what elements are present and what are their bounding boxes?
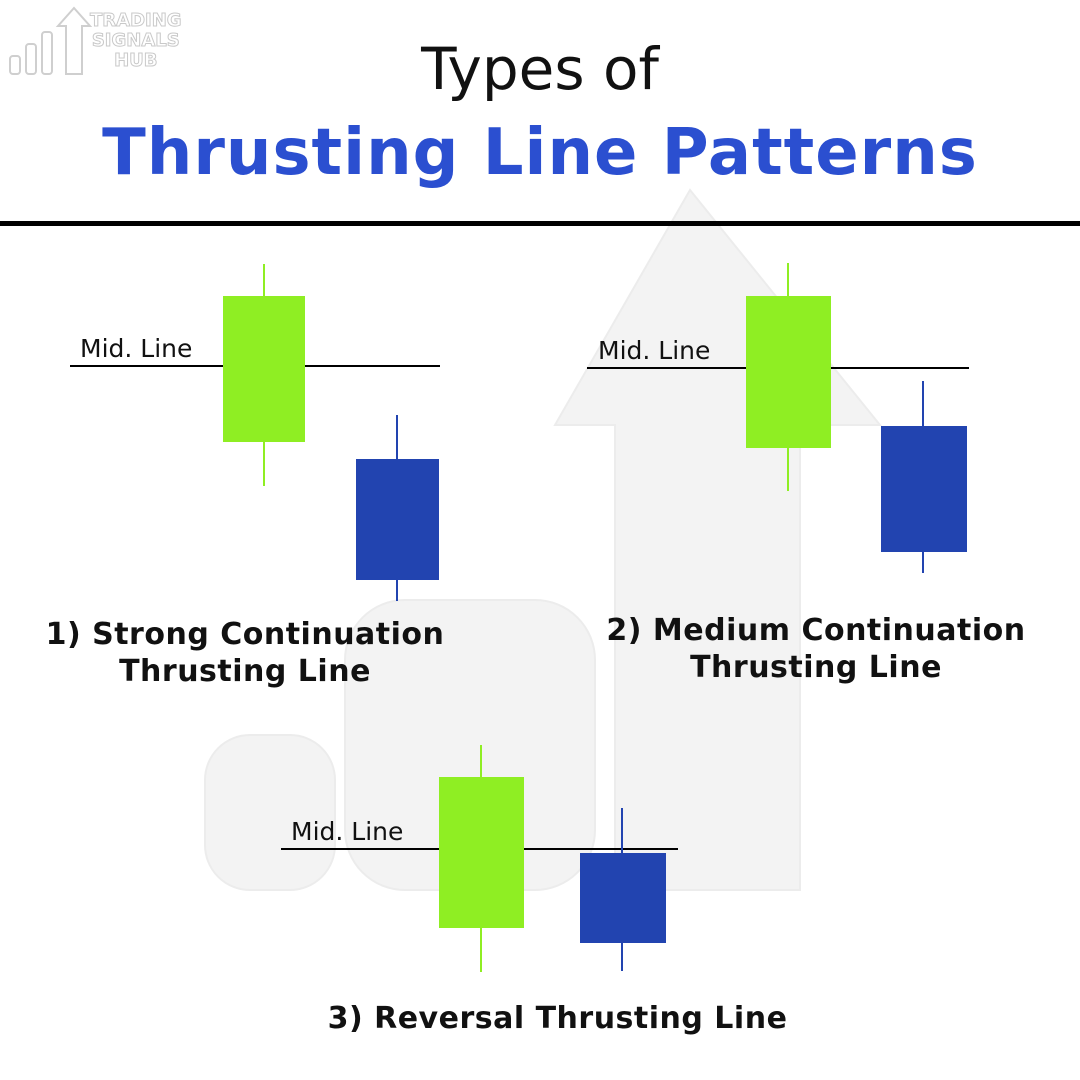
pattern-caption: 3) Reversal Thrusting Line	[270, 1000, 845, 1037]
pattern-caption-line-1: 2) Medium Continuation	[606, 613, 1026, 648]
pattern-caption-line-1: 1) Strong Continuation	[45, 617, 445, 652]
bullish-candle-body	[223, 296, 305, 442]
pattern-caption-line-2: Thrusting Line	[119, 654, 371, 689]
brand-logo: TRADING SIGNALS HUB	[6, 4, 196, 78]
mid-line-label: Mid. Line	[598, 336, 711, 365]
pattern-caption: 2) Medium Continuation Thrusting Line	[586, 612, 1046, 686]
bullish-candle-body	[746, 296, 831, 448]
pattern-caption-line-2: Thrusting Line	[690, 650, 942, 685]
bearish-candle-body	[356, 459, 439, 580]
title-line-2: Thrusting Line Patterns	[102, 116, 978, 190]
bearish-candle-body	[580, 853, 666, 943]
mid-line-label: Mid. Line	[80, 334, 193, 363]
bullish-candle-body	[439, 777, 524, 928]
rising-bars-logo-icon	[9, 6, 93, 75]
logo-line-2: SIGNALS	[91, 30, 180, 51]
pattern-caption-line-1: 3) Reversal Thrusting Line	[327, 1001, 788, 1036]
logo-line-1: TRADING	[90, 10, 183, 31]
mid-line-label: Mid. Line	[291, 817, 404, 846]
title-divider	[0, 221, 1080, 226]
title-line-1: Types of	[421, 35, 659, 103]
logo-line-3: HUB	[114, 50, 158, 71]
pattern-caption: 1) Strong Continuation Thrusting Line	[20, 616, 470, 690]
bearish-candle-body	[881, 426, 967, 552]
brand-logo-text: TRADING SIGNALS HUB	[90, 10, 183, 71]
